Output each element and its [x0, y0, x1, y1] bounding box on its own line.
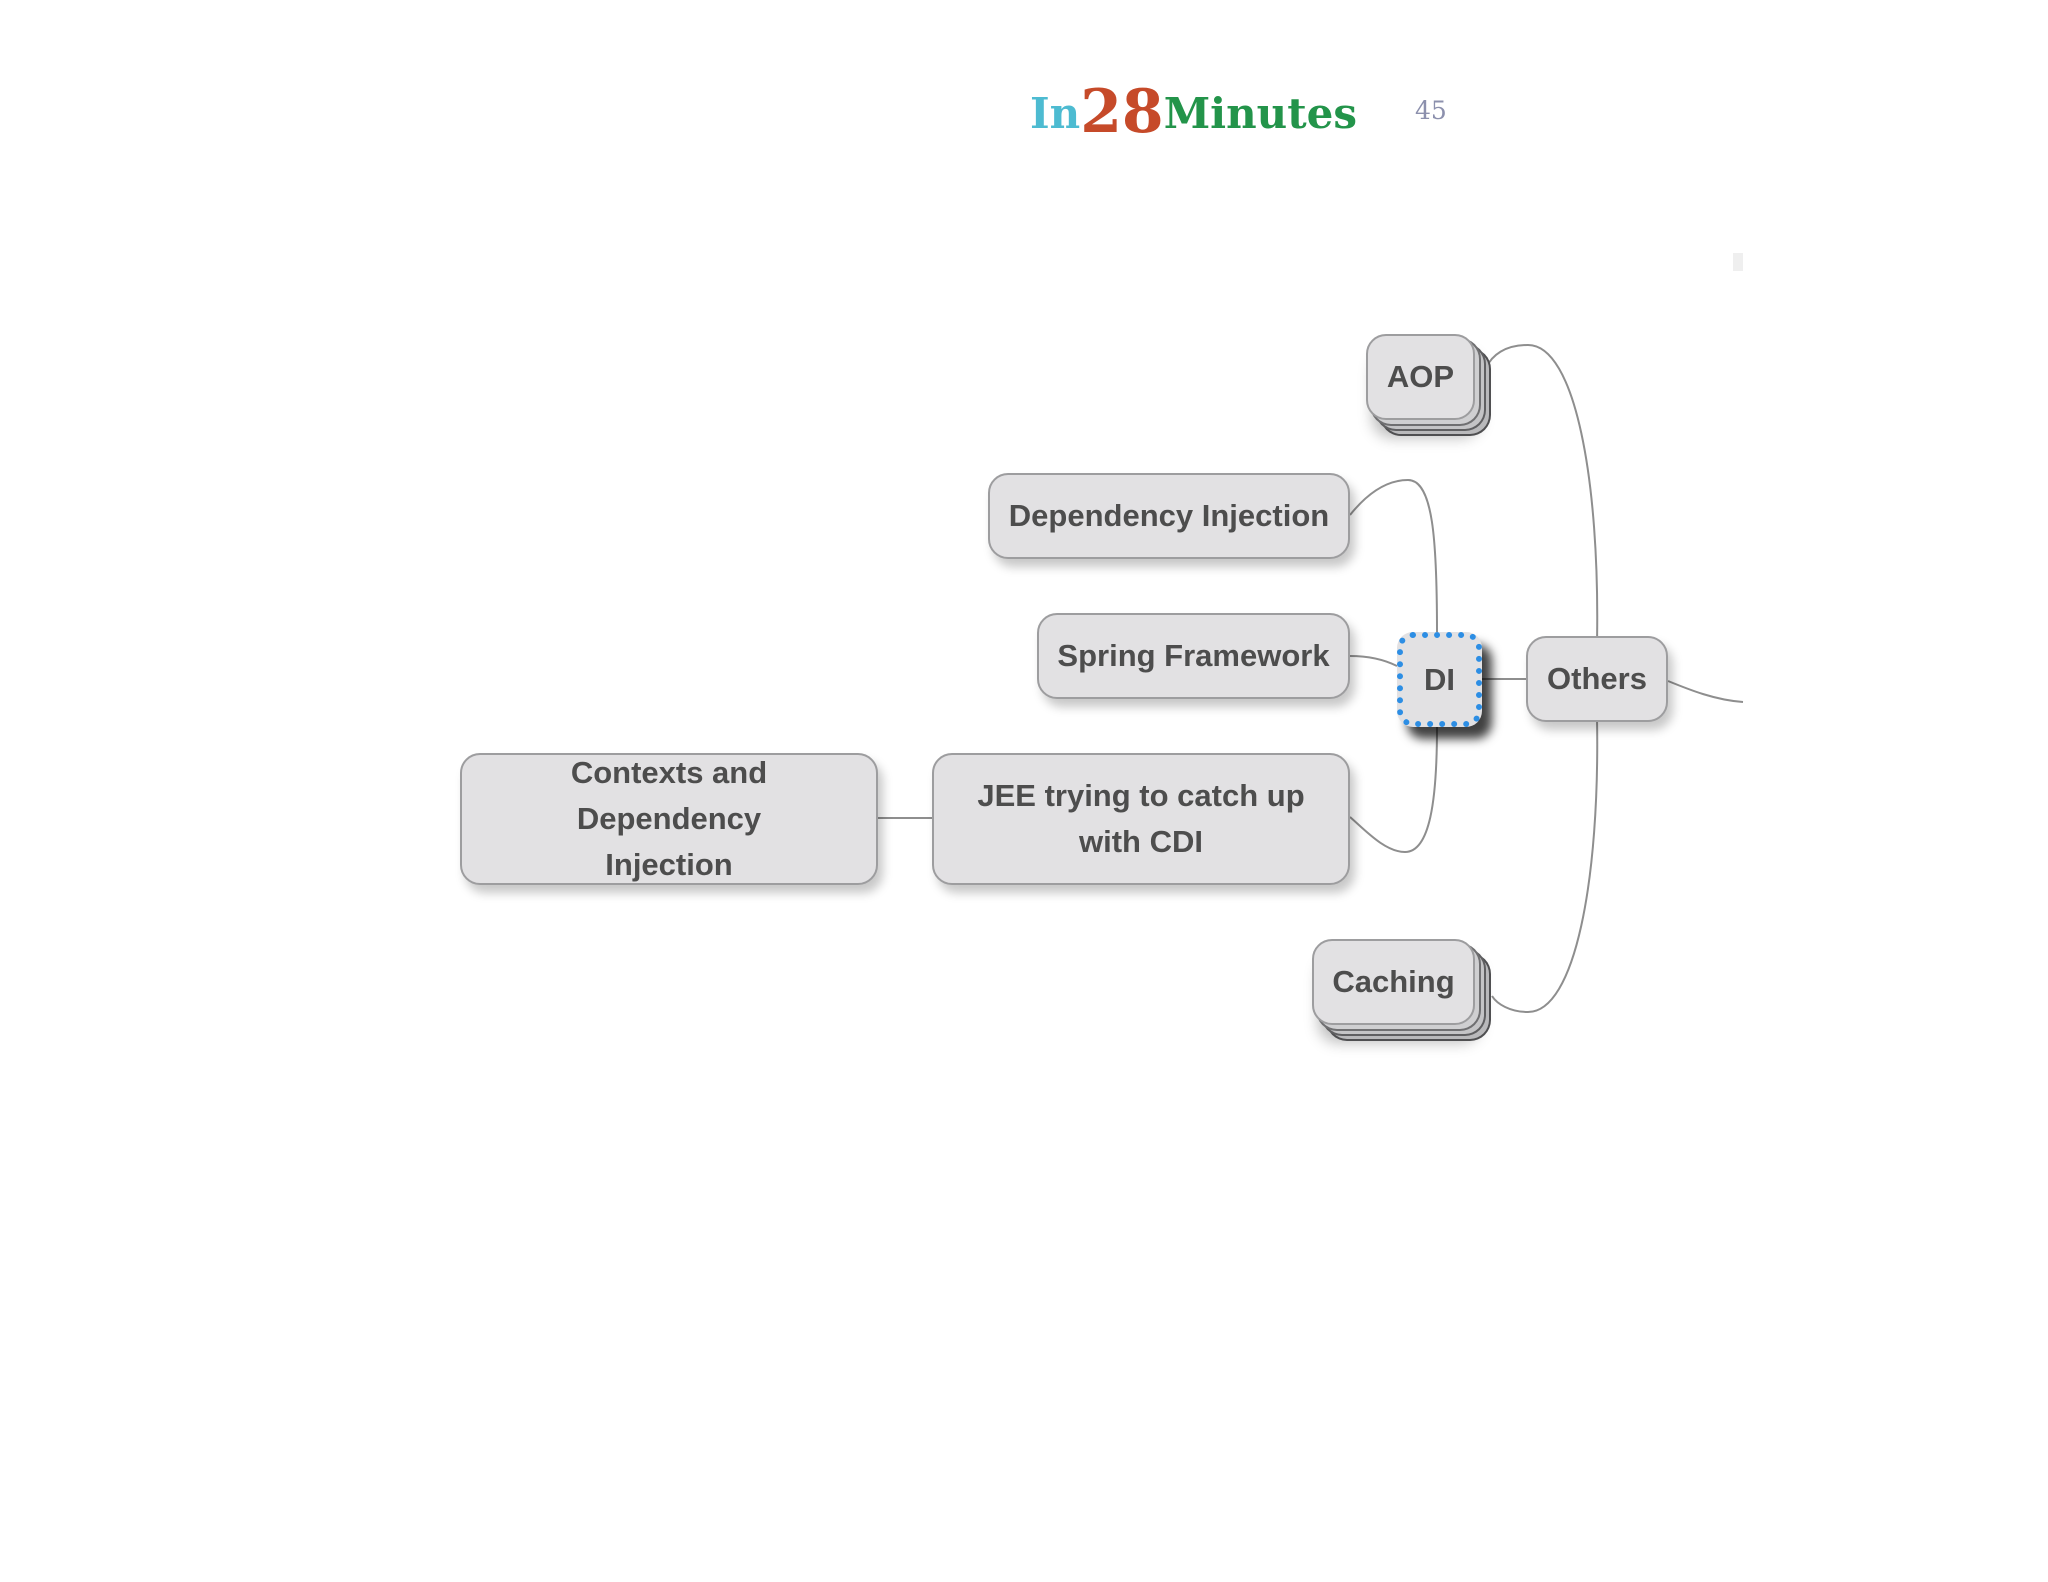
node-contexts-dependency-injection-label: Contexts and Dependency Injection	[570, 755, 768, 882]
connector-di-dependency-injection	[1349, 478, 1438, 633]
connector-others-aop	[1485, 343, 1599, 644]
logo-minutes: Minutes	[1163, 89, 1357, 138]
node-aop-label: AOP	[1386, 359, 1455, 394]
node-spring-framework-label: Spring Framework	[1057, 638, 1330, 673]
node-others-label: Others	[1547, 661, 1647, 696]
node-spring-framework[interactable]: Spring Framework	[1037, 613, 1350, 699]
node-di-label: DI	[1424, 661, 1455, 697]
node-caching[interactable]: Caching	[1312, 939, 1475, 1025]
node-di[interactable]: DI	[1397, 632, 1482, 727]
node-caching-label: Caching	[1332, 964, 1455, 999]
in28minutes-logo: In28Minutes	[1030, 82, 1357, 142]
logo-28: 28	[1080, 77, 1164, 147]
node-jee-cdi[interactable]: JEE trying to catch up with CDI	[932, 753, 1350, 885]
logo-in: In	[1030, 89, 1081, 138]
connector-others-offscreen	[1667, 680, 1744, 703]
connector-di-spring	[1349, 655, 1398, 667]
connector-di-jee	[1349, 726, 1438, 854]
connector-others-caching	[1491, 717, 1599, 1014]
node-contexts-dependency-injection[interactable]: Contexts and Dependency Injection	[460, 753, 878, 885]
node-others[interactable]: Others	[1526, 636, 1668, 722]
node-dependency-injection[interactable]: Dependency Injection	[988, 473, 1350, 559]
image-edge-fade	[1733, 253, 1743, 271]
node-dependency-injection-label: Dependency Injection	[1008, 498, 1330, 533]
node-aop[interactable]: AOP	[1366, 334, 1475, 420]
node-jee-cdi-label: JEE trying to catch up with CDI	[977, 778, 1305, 859]
page-number: 45	[1415, 96, 1447, 125]
